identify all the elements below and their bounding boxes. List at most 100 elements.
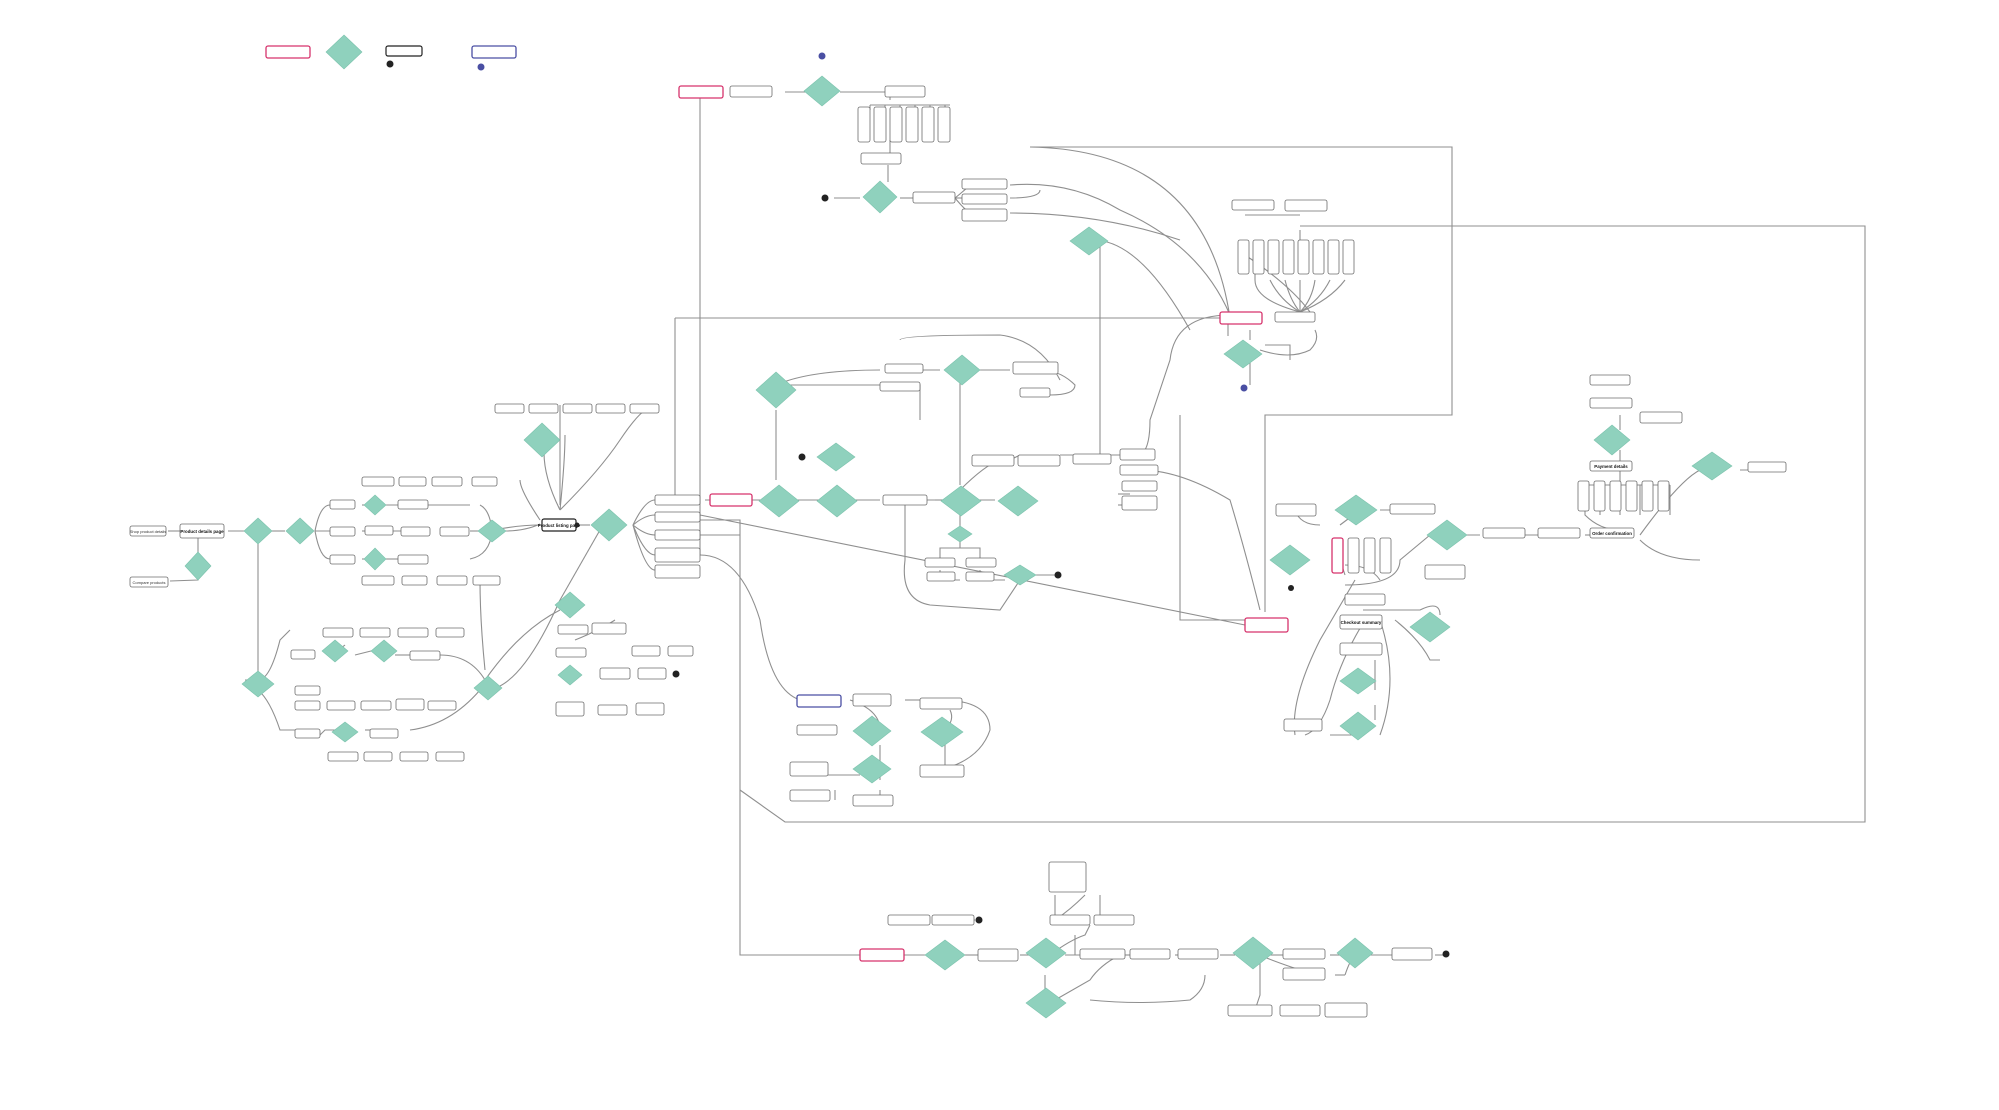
- left-box-13: [361, 575, 395, 586]
- mid-decision-f: [940, 485, 982, 517]
- bt-group-box: [1048, 861, 1087, 893]
- rc-col-7: [1609, 480, 1622, 512]
- legend-subprocess-shape: [471, 45, 517, 59]
- mid-box-4: [1019, 387, 1051, 398]
- bt-box-13: [1279, 1004, 1321, 1017]
- tr-decision: [1223, 339, 1263, 369]
- left-box-19: [322, 627, 354, 638]
- hub-low-box-3: [555, 647, 587, 658]
- rc-box-3: [1424, 564, 1466, 580]
- rc-box-14: [1589, 460, 1633, 472]
- legend: [265, 34, 517, 71]
- hub-decision-low: [554, 591, 586, 619]
- hub-main-label: Product listing page: [538, 523, 581, 528]
- left-box-28: [427, 700, 457, 711]
- bt-decision-d: [1232, 936, 1274, 970]
- mid-decision-d: [758, 484, 800, 518]
- lm-box-7: [852, 794, 894, 807]
- top-col-5: [921, 106, 935, 143]
- rc-col-1: [1331, 537, 1344, 574]
- rc-box-11: [1589, 374, 1631, 386]
- rc-decision-f: [1339, 711, 1377, 741]
- rc-col-3: [1363, 537, 1376, 574]
- rc-box-8: [1482, 527, 1526, 539]
- rc-col-4: [1379, 537, 1392, 574]
- hub-branch-3: [654, 529, 701, 541]
- left-decision-j: [331, 721, 359, 743]
- top-end-dot: [818, 52, 826, 60]
- lower-middle-cluster: [789, 693, 965, 807]
- hub-low-box-7: [597, 704, 628, 716]
- tr-col-1: [1237, 239, 1250, 275]
- rc-end-dot: [1288, 585, 1294, 591]
- left-title-node: [179, 523, 225, 539]
- bt-box-6: [1079, 948, 1126, 960]
- mid-box-2: [879, 381, 921, 392]
- hub-top-box-4: [595, 403, 626, 414]
- rc-col-8: [1625, 480, 1638, 512]
- left-decision-e: [363, 547, 387, 571]
- mid-box-11: [1017, 454, 1061, 467]
- left-box-24: [294, 700, 321, 711]
- left-title-label: Product details page: [180, 529, 224, 534]
- lm-box-4: [789, 761, 829, 777]
- left-box-4: [364, 525, 394, 536]
- left-alt-node: [129, 576, 169, 588]
- hub-top-box-3: [562, 403, 593, 414]
- top-col-1: [857, 106, 871, 143]
- left-start-node: [129, 525, 167, 537]
- hub-low-box-4: [599, 667, 631, 680]
- legend-start-dot: [386, 60, 394, 68]
- hub-low-box-9: [631, 645, 661, 657]
- left-box-25: [326, 700, 356, 711]
- bt-decision-b: [1025, 937, 1067, 969]
- bt-box-4: [931, 914, 975, 926]
- lm-box-3: [796, 724, 838, 736]
- right-cluster: Checkout summary Order confirmation Paym…: [1244, 374, 1787, 741]
- left-decision-i: [370, 639, 398, 663]
- tr-col-5: [1297, 239, 1310, 275]
- left-decision-c: [285, 517, 315, 545]
- mid-box-12: [1072, 453, 1112, 465]
- left-box-3: [329, 554, 356, 565]
- mid-box-16: [1121, 495, 1158, 511]
- left-decision-d: [363, 494, 387, 516]
- lm-box-1: [852, 693, 892, 707]
- bt-box-11: [1391, 947, 1433, 961]
- left-cluster: Shop product details Product details pag…: [129, 476, 507, 762]
- rc-col-2: [1347, 537, 1360, 574]
- left-box-9: [397, 499, 429, 510]
- mid-decision-c: [816, 442, 856, 472]
- tr-col-6: [1312, 239, 1325, 275]
- left-box-20: [359, 627, 391, 638]
- rc-box-10: [1589, 527, 1635, 539]
- legend-decision-shape: [325, 34, 363, 70]
- bt-box-2: [1093, 914, 1135, 926]
- tr-box-2: [1284, 199, 1328, 212]
- rc-decision-c: [1426, 519, 1468, 551]
- bt-end-dot-1: [975, 916, 983, 924]
- top-col-4: [905, 106, 919, 143]
- left-box-26: [360, 700, 392, 711]
- top-box-5: [961, 178, 1008, 190]
- mid-box-7: [965, 557, 997, 568]
- left-box-12: [397, 554, 429, 565]
- top-decision-b: [862, 180, 898, 214]
- legend-terminator-shape: [265, 45, 311, 59]
- hub-branch-4: [654, 547, 701, 563]
- rc-decision-h: [1691, 451, 1733, 481]
- center-hub: Product listing page: [494, 403, 701, 717]
- hub-low-box-5: [637, 667, 667, 680]
- rc-decision-g: [1593, 424, 1631, 456]
- top-box-4: [912, 191, 956, 204]
- rc-box-5: [1339, 614, 1383, 630]
- left-decision-k: [473, 675, 503, 701]
- left-box-29: [294, 728, 321, 739]
- top-box-7: [961, 208, 1008, 222]
- middle-cluster: [709, 354, 1159, 586]
- tr-terminator: [1219, 311, 1263, 325]
- bt-box-3: [887, 914, 931, 926]
- left-box-21: [397, 627, 429, 638]
- left-box-2: [329, 526, 356, 537]
- rc-box-7: [1283, 718, 1323, 732]
